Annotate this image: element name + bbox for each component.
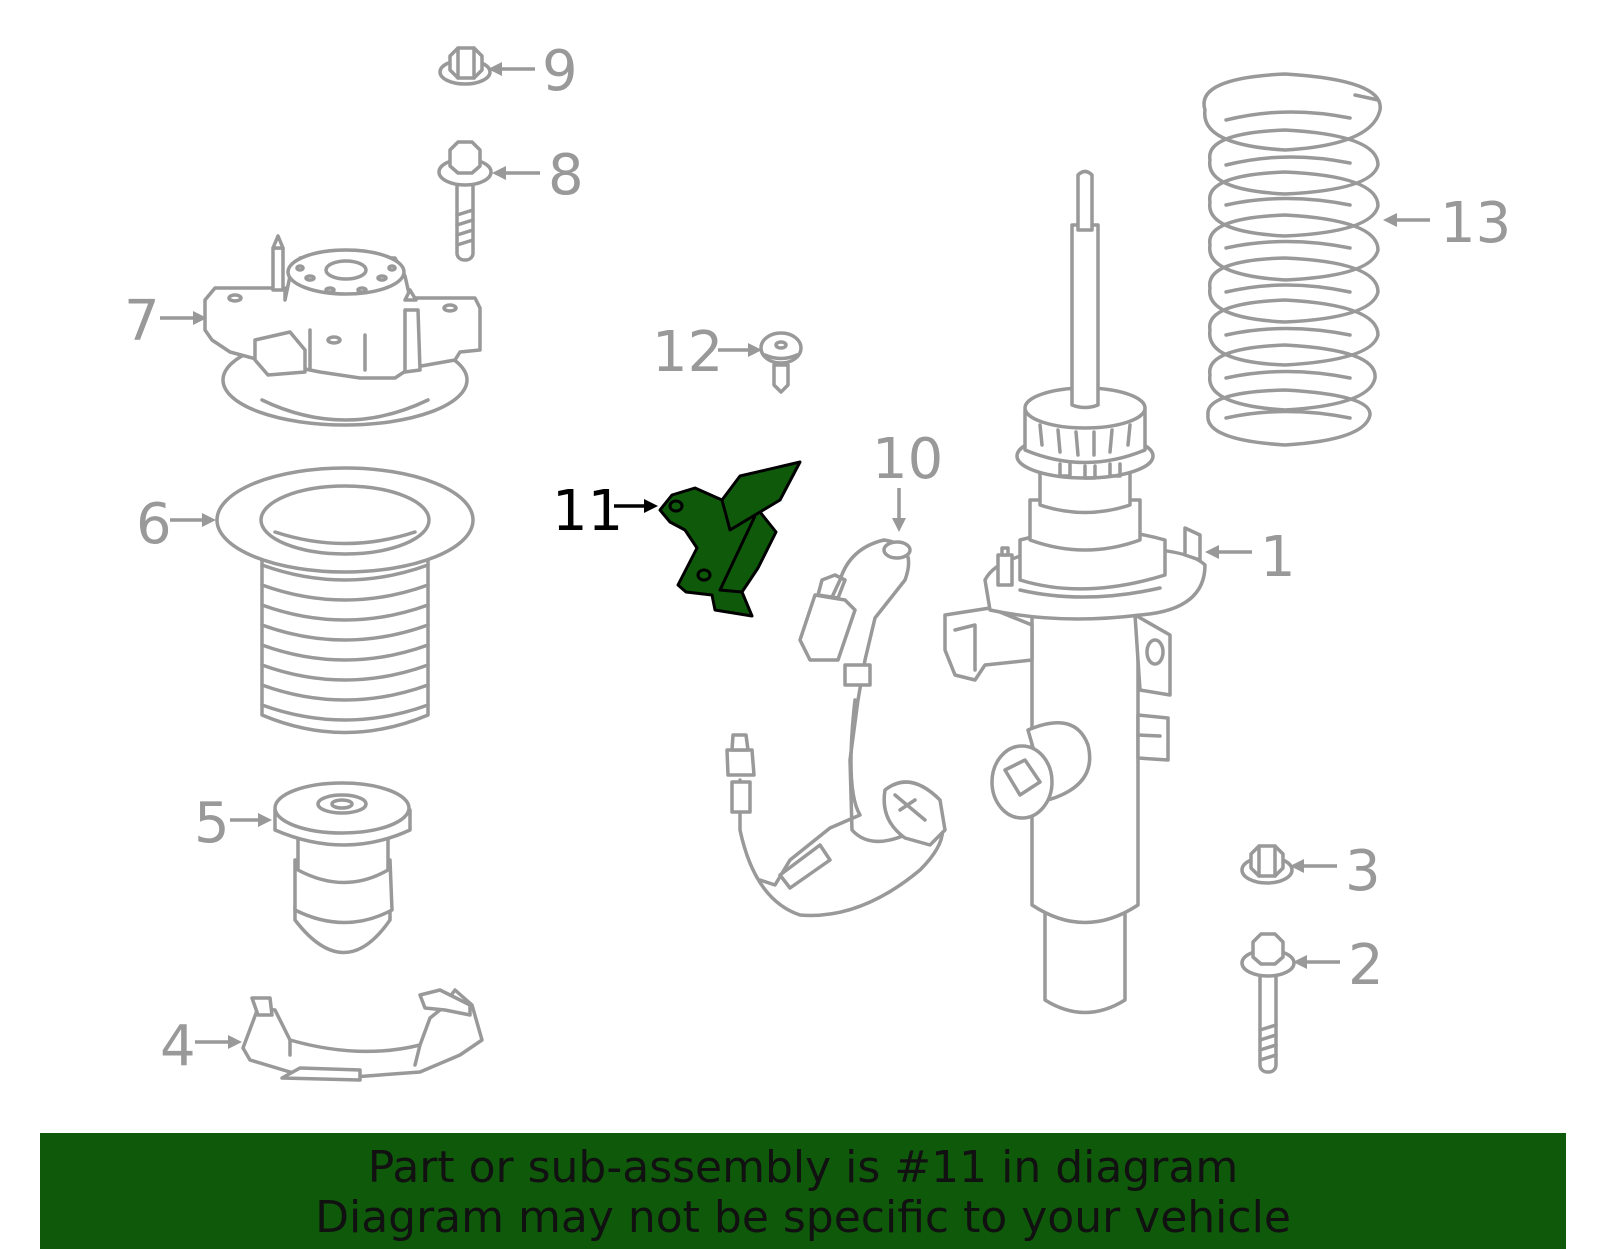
parts-diagram: 9 8 7 — [124, 39, 1511, 1082]
callout-4[interactable]: 4 — [160, 1014, 196, 1079]
callout-10[interactable]: 10 — [872, 427, 943, 492]
callout-arrow-6 — [170, 513, 216, 527]
callout-arrow-13 — [1383, 213, 1430, 227]
part-11-bracket[interactable] — [658, 460, 802, 618]
callout-3[interactable]: 3 — [1345, 839, 1381, 904]
banner-line-2: Diagram may not be specific to your vehi… — [315, 1192, 1291, 1243]
callout-12[interactable]: 12 — [652, 320, 723, 385]
part-13-coil-spring — [1202, 72, 1382, 447]
part-12-push-clip — [759, 331, 803, 394]
callout-arrow-11 — [614, 499, 658, 513]
callout-arrow-8 — [492, 166, 540, 180]
callout-arrow-12 — [718, 343, 762, 357]
callout-9[interactable]: 9 — [542, 39, 578, 104]
part-2-bolt — [1240, 932, 1296, 1074]
part-10-sensor-harness — [725, 538, 947, 918]
callout-arrow-3 — [1290, 859, 1337, 873]
callout-2[interactable]: 2 — [1348, 933, 1384, 998]
callout-13[interactable]: 13 — [1440, 191, 1511, 256]
part-3-nut — [1240, 844, 1294, 885]
callout-arrow-1 — [1205, 545, 1252, 559]
part-6-dust-boot — [215, 466, 475, 735]
callout-8[interactable]: 8 — [548, 143, 584, 208]
callout-1[interactable]: 1 — [1260, 525, 1296, 590]
callout-arrow-7 — [160, 311, 207, 325]
part-1-strut-assembly — [943, 169, 1207, 1015]
part-8-bolt — [437, 140, 493, 262]
callout-arrow-5 — [230, 813, 272, 827]
callout-6[interactable]: 6 — [136, 492, 172, 557]
part-5-bump-stop — [273, 781, 412, 955]
callout-arrow-9 — [488, 62, 535, 76]
callout-7[interactable]: 7 — [124, 289, 160, 354]
callout-arrow-4 — [195, 1035, 242, 1049]
callout-arrow-2 — [1293, 955, 1340, 969]
callout-11[interactable]: 11 — [552, 479, 623, 544]
bracket-body[interactable] — [658, 460, 802, 618]
callout-5[interactable]: 5 — [194, 791, 230, 856]
part-7-strut-mount — [203, 234, 482, 427]
disclaimer-banner: Part or sub-assembly is #11 in diagram D… — [40, 1133, 1566, 1249]
callout-arrow-10 — [892, 488, 906, 532]
part-9-nut — [438, 46, 492, 86]
part-4-spring-seat — [241, 988, 484, 1082]
banner-line-1: Part or sub-assembly is #11 in diagram — [367, 1142, 1239, 1193]
